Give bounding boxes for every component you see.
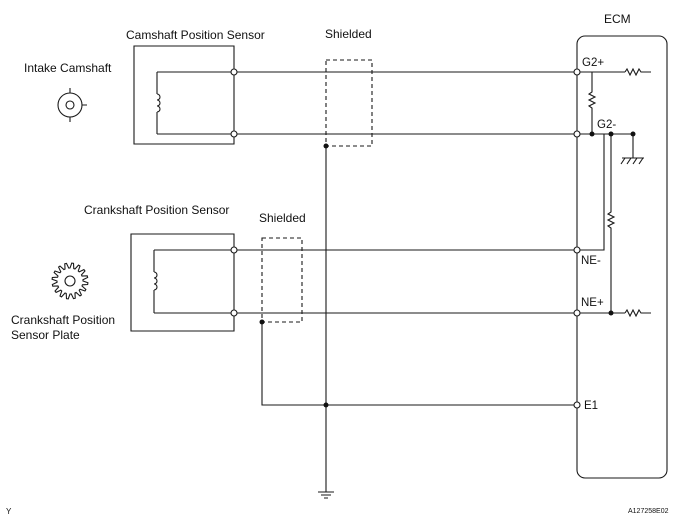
terminal-circle xyxy=(574,131,580,137)
camshaft-sensor-box xyxy=(134,46,234,144)
junction-dot xyxy=(259,319,265,325)
crank-plate-label-line1: Crankshaft Position xyxy=(11,313,116,327)
ecm-label: ECM xyxy=(604,12,631,26)
ecm-ne-resistor xyxy=(608,134,614,313)
terminal-circle xyxy=(231,310,237,316)
crankshaft-sensor-box xyxy=(131,234,234,331)
intake-camshaft-label: Intake Camshaft xyxy=(24,61,112,75)
terminal-circle xyxy=(574,402,580,408)
footer-code-left: Y xyxy=(6,507,12,516)
camshaft-sensor-label: Camshaft Position Sensor xyxy=(126,28,265,42)
crankshaft-sensor-label: Crankshaft Position Sensor xyxy=(84,203,230,217)
ecm-g2-minus-line xyxy=(577,134,633,158)
terminal-label-ne-plus: NE+ xyxy=(581,297,604,309)
shield-box-bottom xyxy=(262,238,302,322)
terminal-label-g2-minus: G2- xyxy=(597,119,617,131)
junction-dot xyxy=(608,131,614,137)
ecm-ne-plus-resistor xyxy=(625,310,651,316)
ground-symbol-bottom xyxy=(318,492,334,498)
terminal-circle xyxy=(231,131,237,137)
wire-e1 xyxy=(262,322,577,405)
shield-box-top xyxy=(326,60,372,146)
terminal-label-g2-plus: G2+ xyxy=(582,57,605,69)
terminal-label-e1: E1 xyxy=(584,400,599,412)
ecm-box xyxy=(577,36,667,478)
gear-hub xyxy=(65,276,75,286)
ecm-ne-minus-link xyxy=(577,134,604,250)
ecm-g2-plus-resistor xyxy=(625,69,651,75)
intake-camshaft-icon xyxy=(58,88,87,122)
junction-dot xyxy=(608,310,614,316)
junction-dot xyxy=(323,402,329,408)
camshaft-sensor-coil xyxy=(157,72,232,134)
junction-dot xyxy=(589,131,595,137)
footer-code-right: A127258E02 xyxy=(628,508,669,515)
terminal-circle xyxy=(231,247,237,253)
terminal-circle xyxy=(231,69,237,75)
terminal-circle xyxy=(574,310,580,316)
terminal-circle xyxy=(574,69,580,75)
ground-symbol-ecm xyxy=(621,158,644,164)
shielded-label-top: Shielded xyxy=(325,27,372,41)
terminal-label-ne-minus: NE- xyxy=(581,255,601,267)
gear-teeth xyxy=(52,263,88,299)
shielded-label-bottom: Shielded xyxy=(259,211,306,225)
ecm-bias-resistor xyxy=(589,72,595,134)
junction-dot xyxy=(323,143,329,149)
crankshaft-sensor-coil xyxy=(154,250,232,313)
terminal-circle xyxy=(574,247,580,253)
crank-plate-label-line2: Sensor Plate xyxy=(11,328,80,342)
crank-gear-icon xyxy=(52,263,88,299)
junction-dot xyxy=(630,131,636,137)
